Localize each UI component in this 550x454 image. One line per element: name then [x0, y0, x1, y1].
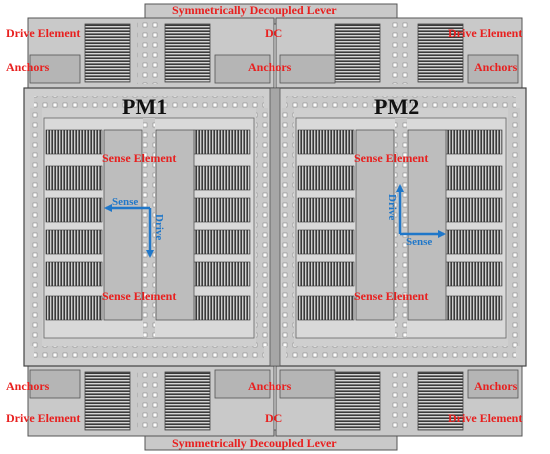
pm1-label: PM1 — [122, 94, 168, 119]
drive-combs-bottom — [84, 371, 464, 431]
top-lever-label: Symmetrically Decoupled Lever — [172, 3, 337, 17]
anchors-label-top-middle: Anchors — [248, 60, 292, 74]
pm1-sense-combs — [45, 129, 251, 321]
sense-element-label-pm1-bottom: Sense Element — [102, 289, 177, 303]
anchor-pads — [29, 54, 519, 399]
anchors-label-bottom-middle: Anchors — [248, 379, 292, 393]
anchors-label-top-left: Anchors — [6, 60, 50, 74]
drive-element-label-bottom-left: Drive Element — [6, 411, 81, 425]
pm2-sense-arrow-label: Sense — [406, 236, 433, 248]
center-coupling — [269, 87, 281, 367]
dc-label-top: DC — [265, 26, 283, 40]
anchors-label-bottom-left: Anchors — [6, 379, 50, 393]
anchors-label-top-right: Anchors — [474, 60, 518, 74]
pm2-arrows — [396, 184, 446, 238]
pm1-arrows — [104, 204, 154, 258]
drive-hole-columns — [137, 22, 411, 432]
pm2-sense-combs — [297, 129, 503, 321]
drive-element-label-bottom-right: Drive Element — [448, 411, 523, 425]
pm2-drive-arrow-label: Drive — [386, 194, 398, 221]
drive-element-label-top-right: Drive Element — [448, 26, 523, 40]
drive-combs-top — [84, 23, 464, 83]
sense-element-plates — [103, 129, 447, 321]
sense-element-label-pm1-top: Sense Element — [102, 151, 177, 165]
bottom-lever-label: Symmetrically Decoupled Lever — [172, 436, 337, 450]
pm1-hole-ring — [30, 96, 268, 358]
pm2-label: PM2 — [374, 94, 420, 119]
pm2-hole-ring — [282, 96, 520, 358]
pm1-drive-arrow-label: Drive — [153, 214, 165, 241]
anchors-label-bottom-right: Anchors — [474, 379, 518, 393]
sense-element-label-pm2-bottom: Sense Element — [354, 289, 429, 303]
dc-label-bottom: DC — [265, 411, 283, 425]
drive-element-label-top-left: Drive Element — [6, 26, 81, 40]
pm1-sense-arrow-label: Sense — [112, 196, 139, 208]
sense-element-label-pm2-top: Sense Element — [354, 151, 429, 165]
